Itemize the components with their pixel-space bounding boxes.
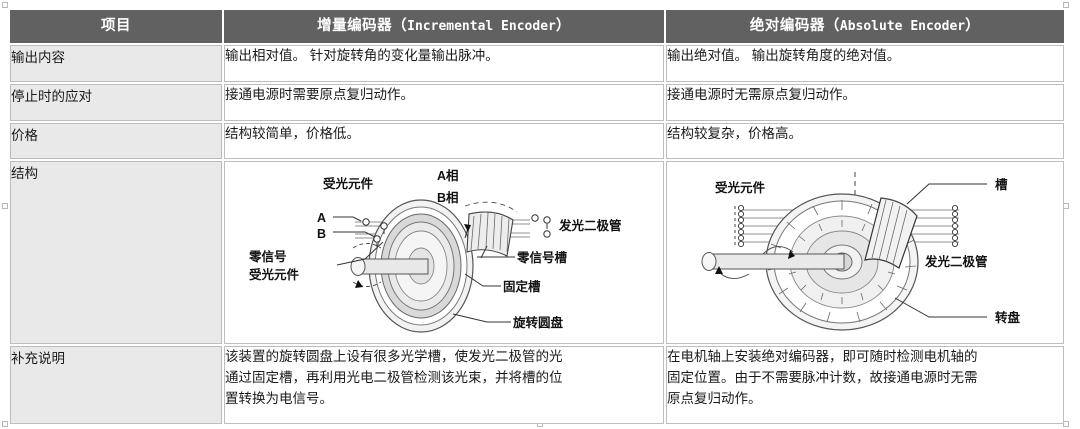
supplementary-incremental-line-1: 该装置的旋转圆盘上设有很多光学槽，使发光二极管的光: [225, 349, 563, 364]
cell-structure-incremental: 受光元件 A相 B相 A B 零信号 受光元件 发光二极管 零信号槽 固定槽 旋…: [224, 161, 664, 344]
header-incremental-close: ）: [555, 18, 571, 34]
fixed-slot-shape: [464, 201, 518, 257]
supplementary-absolute-line-2: 固定位置。由于不需要脉冲计数，故接通电源时无需: [667, 369, 978, 385]
table-row-stop-response: 停止时的应对 接通电源时需要原点复归动作。 接通电源时无需原点复归动作。: [10, 84, 1064, 121]
label-zero-slot: 零信号槽: [516, 250, 568, 265]
label-slot: 槽: [995, 177, 1008, 192]
label-led: 发光二极管: [558, 218, 622, 233]
label-phase-b: B相: [437, 190, 459, 205]
led-array: [951, 204, 959, 248]
table-handle-top-left[interactable]: [2, 2, 8, 8]
header-absolute-en: Absolute Encoder: [839, 19, 966, 34]
table-handle-bottom-left[interactable]: [2, 421, 8, 427]
table-handle-bottom-right[interactable]: [1063, 421, 1069, 427]
cell-price-incremental: 结构较简单，价格低。: [224, 123, 664, 159]
label-a: A: [317, 211, 326, 225]
header-incremental-cn: 增量编码器（: [317, 18, 408, 34]
table-row-structure: 结构: [10, 161, 1064, 344]
table-row-price: 价格 结构较简单，价格低。 结构较复杂，价格高。: [10, 123, 1064, 159]
cell-structure-absolute: 受光元件 槽 发光二极管 转盘: [666, 161, 1064, 344]
cell-price-absolute: 结构较复杂，价格高。: [666, 123, 1064, 159]
encoder-comparison-table: 项目 增量编码器（Incremental Encoder） 绝对编码器（Abso…: [8, 8, 1066, 426]
supplementary-incremental-line-3: 置转换为电信号。: [225, 390, 333, 406]
leader-zero-signal: [336, 241, 384, 266]
header-item: 项目: [10, 10, 222, 43]
header-absolute-cn: 绝对编码器（: [749, 18, 840, 34]
label-photo-receiver: 受光元件: [715, 180, 766, 195]
leader-a: [333, 216, 362, 222]
table-handle-top-right[interactable]: [1063, 2, 1069, 8]
label-phase-a: A相: [437, 168, 459, 183]
cell-output-absolute: 输出绝对值。 输出旋转角度的绝对值。: [666, 45, 1064, 82]
table-row-supplementary: 补充说明 该装置的旋转圆盘上设有很多光学槽，使发光二极管的光 通过固定槽，再利用…: [10, 346, 1064, 424]
leader-turntable: [894, 297, 987, 318]
row-label-structure: 结构: [10, 161, 222, 344]
leader-rotary-disk: [452, 313, 511, 323]
table-row-output: 输出内容 输出相对值。 针对旋转角的变化量输出脉冲。 输出绝对值。 输出旋转角度…: [10, 45, 1064, 82]
header-incremental: 增量编码器（Incremental Encoder）: [224, 10, 664, 43]
header-incremental-en: Incremental Encoder: [407, 19, 556, 34]
cell-supplementary-absolute: 在电机轴上安装绝对编码器，即可随时检测电机轴的 固定位置。由于不需要脉冲计数，故…: [666, 346, 1064, 424]
cell-supplementary-incremental: 该装置的旋转圆盘上设有很多光学槽，使发光二极管的光 通过固定槽，再利用光电二极管…: [224, 346, 664, 424]
row-label-output: 输出内容: [10, 45, 222, 82]
table-header-row: 项目 增量编码器（Incremental Encoder） 绝对编码器（Abso…: [10, 10, 1064, 43]
photo-receiver-array: [734, 204, 745, 248]
leader-zero-slot: [480, 245, 488, 259]
leader-fixed-slot: [464, 273, 501, 287]
shaft-shape: [701, 246, 845, 279]
label-fixed-slot: 固定槽: [503, 279, 541, 294]
incremental-encoder-diagram: 受光元件 A相 B相 A B 零信号 受光元件 发光二极管 零信号槽 固定槽 旋…: [225, 162, 663, 343]
cell-output-incremental: 输出相对值。 针对旋转角的变化量输出脉冲。: [224, 45, 664, 82]
absolute-encoder-diagram: 受光元件 槽 发光二极管 转盘: [667, 162, 1063, 343]
row-label-stop-response: 停止时的应对: [10, 84, 222, 121]
shaft-shape: [350, 243, 429, 288]
header-item-label: 项目: [101, 18, 131, 34]
label-zero-signal-1: 零信号: [248, 249, 287, 264]
label-b: B: [317, 227, 326, 241]
leader-slot: [906, 183, 987, 205]
label-turntable: 转盘: [995, 310, 1021, 325]
slot-shape: [864, 197, 918, 269]
supplementary-absolute-line-3: 原点复归动作。: [667, 390, 762, 406]
table-handle-middle-left[interactable]: [2, 203, 8, 209]
label-rotary-disk: 旋转圆盘: [512, 315, 564, 330]
label-led: 发光二极管: [924, 254, 988, 269]
row-label-price: 价格: [10, 123, 222, 159]
supplementary-incremental-line-2: 通过固定槽，再利用光电二极管检测该光束，并将槽的位: [225, 369, 563, 385]
leader-b: [333, 231, 376, 238]
cell-stop-incremental: 接通电源时需要原点复归动作。: [224, 84, 664, 121]
row-label-supplementary: 补充说明: [10, 346, 222, 424]
photo-receiver-symbols: [362, 218, 388, 247]
cell-stop-absolute: 接通电源时无需原点复归动作。: [666, 84, 1064, 121]
label-zero-signal-2: 受光元件: [249, 267, 300, 282]
header-absolute: 绝对编码器（Absolute Encoder）: [666, 10, 1064, 43]
header-absolute-close: ）: [965, 18, 981, 34]
led-symbols: [531, 214, 551, 238]
label-photo-receiver: 受光元件: [323, 176, 374, 191]
supplementary-absolute-line-1: 在电机轴上安装绝对编码器，即可随时检测电机轴的: [667, 349, 978, 364]
